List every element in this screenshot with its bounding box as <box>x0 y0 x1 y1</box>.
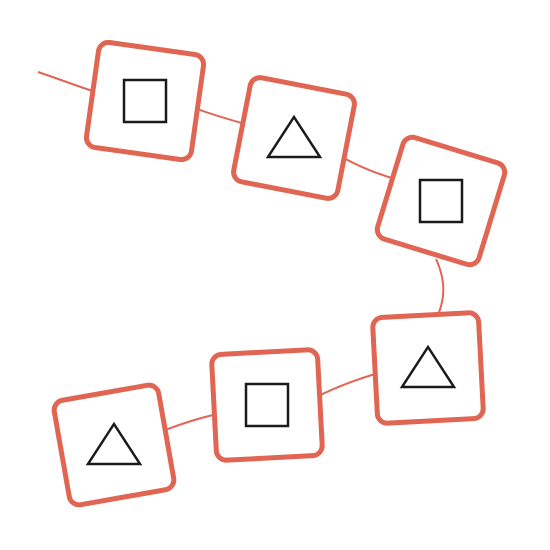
node-frame <box>209 347 325 463</box>
diagram-node-3 <box>374 134 508 268</box>
node-frame <box>231 75 357 201</box>
node-layer <box>51 39 508 508</box>
triangle-outline-icon <box>399 344 457 389</box>
diagram-node-2 <box>231 75 357 201</box>
square-outline-icon <box>418 178 464 224</box>
node-frame <box>370 310 486 426</box>
diagram-node-5 <box>209 347 325 463</box>
triangle-outline-icon <box>265 114 323 159</box>
node-frame <box>51 382 177 508</box>
triangle-outline-icon <box>85 421 143 466</box>
square-outline-icon <box>122 78 168 124</box>
diagram-node-6 <box>51 382 177 508</box>
node-frame <box>374 134 508 268</box>
diagram-node-1 <box>83 39 207 163</box>
square-outline-icon <box>244 382 290 428</box>
diagram-node-4 <box>370 310 486 426</box>
node-frame <box>83 39 207 163</box>
